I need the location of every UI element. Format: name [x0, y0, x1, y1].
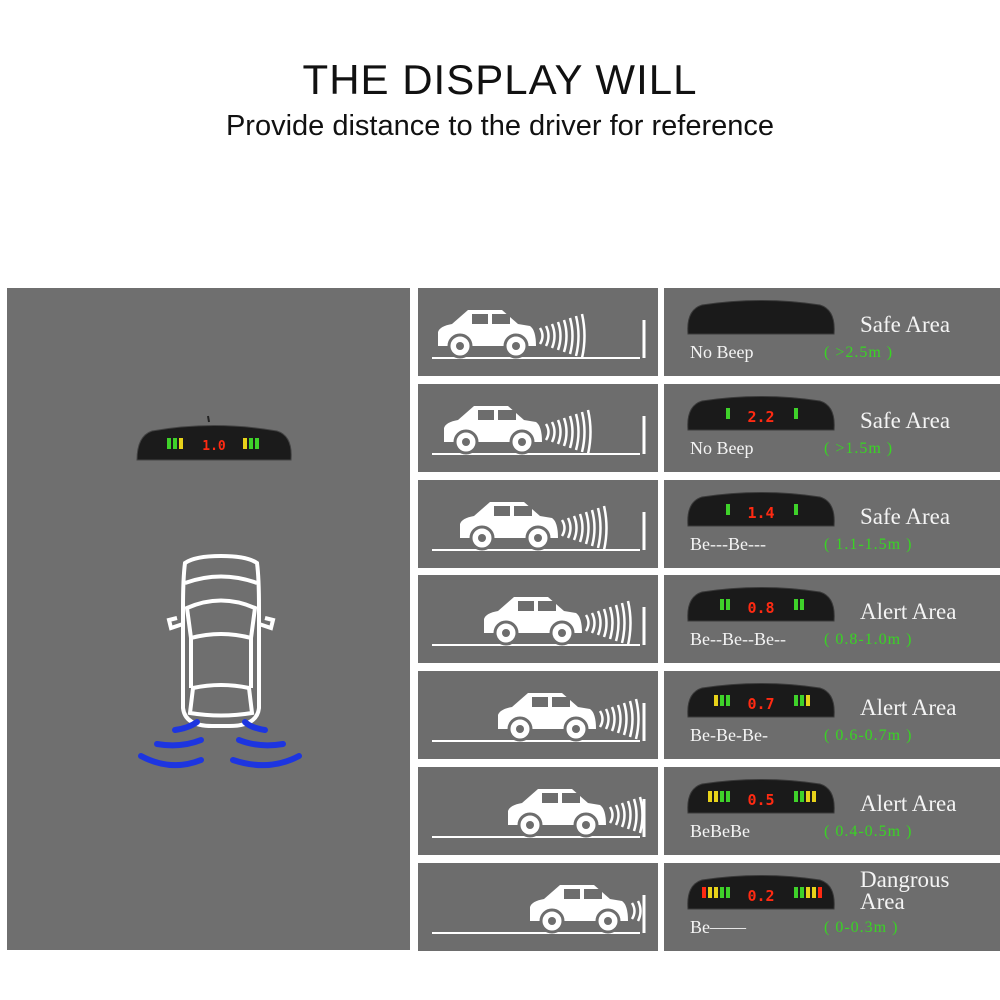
- page-title: THE DISPLAY WILL: [302, 56, 698, 103]
- display-reading: 0.8: [747, 599, 775, 617]
- parking-display-unit: [687, 300, 835, 335]
- car-illustration-cell: [418, 384, 658, 472]
- distance-range: ( 0.6-0.7m ): [824, 727, 913, 744]
- beep-pattern: BeBeBe: [690, 821, 750, 841]
- main-display-reading: 1.0: [202, 439, 226, 454]
- beep-pattern: Be--Be--Be--: [690, 629, 786, 649]
- beep-pattern: No Beep: [690, 438, 754, 458]
- car-side-view-icon: [432, 597, 646, 646]
- display-info-cell: 2.2 Safe Area No Beep ( >1.5m ): [664, 384, 1000, 472]
- distance-range: ( 0.4-0.5m ): [824, 823, 913, 840]
- main-display-unit: 1.0: [136, 415, 292, 461]
- car-illustration-cell: [418, 671, 658, 759]
- display-reading: 0.7: [747, 695, 775, 713]
- overview-panel: 1.0: [7, 288, 410, 950]
- parking-display-unit: [687, 875, 835, 910]
- distance-range: ( 0.8-1.0m ): [824, 631, 913, 648]
- beep-pattern: Be——: [690, 917, 746, 937]
- beep-pattern: Be---Be---: [690, 534, 766, 554]
- distance-range: ( >2.5m ): [824, 344, 894, 361]
- distance-range: ( 1.1-1.5m ): [824, 536, 913, 553]
- parking-display-unit: [687, 683, 835, 718]
- overview-illustration: 1.0: [136, 415, 302, 769]
- page-subtitle: Provide distance to the driver for refer…: [225, 110, 775, 142]
- area-label: Alert Area: [860, 791, 957, 816]
- display-reading: 0.5: [747, 791, 775, 809]
- car-top-view: [166, 553, 276, 728]
- sensor-waves: [138, 719, 302, 769]
- display-reading: 1.4: [747, 504, 775, 522]
- car-side-view-icon: [432, 693, 646, 742]
- area-label: Safe Area: [860, 312, 951, 337]
- area-label: Safe Area: [860, 408, 951, 433]
- car-illustration-cell: [418, 767, 658, 855]
- parking-display-unit: [687, 779, 835, 814]
- area-label: Safe Area: [860, 504, 951, 529]
- display-reading: 2.2: [747, 408, 775, 426]
- parking-display-unit: [687, 396, 835, 431]
- beep-pattern: No Beep: [690, 342, 754, 362]
- car-side-view-icon: [432, 885, 646, 934]
- beep-pattern: Be-Be-Be-: [690, 725, 768, 745]
- distance-row: 2.2 Safe Area No Beep ( >1.5m ): [418, 384, 1000, 472]
- car-side-view-icon: [432, 789, 646, 838]
- car-illustration-cell: [418, 863, 658, 951]
- distance-range: ( >1.5m ): [824, 440, 894, 457]
- car-illustration-cell: [418, 288, 658, 376]
- car-illustration-cell: [418, 575, 658, 663]
- area-label: Alert Area: [860, 695, 957, 720]
- car-side-view-icon: [432, 310, 646, 359]
- area-label: Dangrous Area: [860, 867, 950, 914]
- car-side-view-icon: [432, 406, 646, 455]
- parking-display-unit: [687, 492, 835, 527]
- parking-display-unit: [687, 587, 835, 622]
- display-info-cell: Safe Area No Beep ( >2.5m ): [664, 288, 1000, 376]
- display-reading: 0.2: [747, 887, 775, 905]
- distance-range: ( 0-0.3m ): [824, 919, 899, 936]
- area-label: Alert Area: [860, 599, 957, 624]
- distance-row: Safe Area No Beep ( >2.5m ): [418, 288, 1000, 376]
- car-illustration-cell: [418, 480, 658, 568]
- car-side-view-icon: [432, 502, 646, 551]
